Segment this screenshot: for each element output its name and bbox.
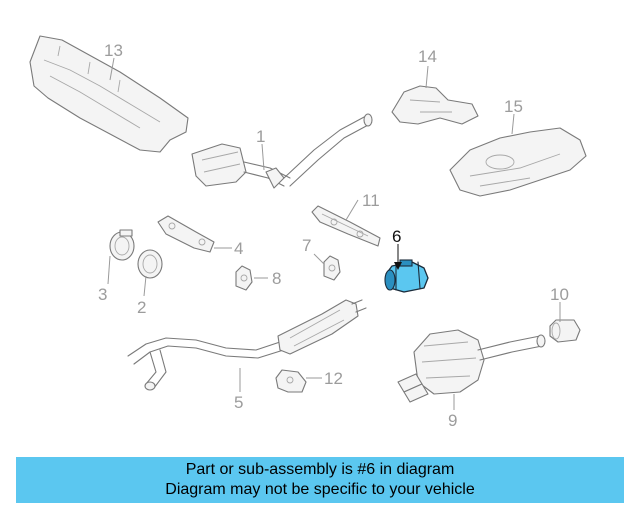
part-12-bracket[interactable] bbox=[275, 369, 307, 393]
callout-5[interactable]: 5 bbox=[234, 393, 243, 412]
leader-3 bbox=[107, 255, 111, 285]
leader-11 bbox=[345, 199, 359, 221]
part-3-clamp[interactable] bbox=[109, 229, 135, 261]
callout-10[interactable]: 10 bbox=[550, 285, 569, 304]
callout-12[interactable]: 12 bbox=[324, 369, 343, 388]
part-8-rubber-mount[interactable] bbox=[235, 265, 253, 291]
leader-6-arrowhead bbox=[394, 262, 402, 270]
callout-9[interactable]: 9 bbox=[448, 411, 457, 430]
part-5-resonator-pipe[interactable] bbox=[127, 299, 367, 391]
part-15-heat-shield[interactable] bbox=[449, 127, 587, 197]
leader-7 bbox=[313, 253, 325, 265]
leader-13 bbox=[109, 57, 115, 81]
part-4-gasket[interactable] bbox=[157, 215, 215, 253]
part-6-clamp-highlighted[interactable] bbox=[384, 259, 429, 293]
part-7-rubber-mount[interactable] bbox=[323, 255, 341, 281]
callout-4[interactable]: 4 bbox=[234, 239, 243, 258]
part-14-heat-shield[interactable] bbox=[391, 85, 479, 125]
banner-line-2: Diagram may not be specific to your vehi… bbox=[165, 481, 475, 498]
callout-15[interactable]: 15 bbox=[504, 97, 523, 116]
part-1-front-pipe[interactable] bbox=[191, 113, 373, 189]
callout-2[interactable]: 2 bbox=[137, 298, 146, 317]
leader-1 bbox=[261, 143, 265, 171]
callout-14[interactable]: 14 bbox=[418, 47, 437, 66]
leader-15 bbox=[511, 113, 515, 135]
leader-2 bbox=[143, 275, 147, 297]
callout-8[interactable]: 8 bbox=[272, 269, 281, 288]
callout-13[interactable]: 13 bbox=[104, 41, 123, 60]
part-info-banner: Part or sub-assembly is #6 in diagram Di… bbox=[16, 457, 624, 503]
exhaust-parts-diagram: 13 14 15 1 11 4 bbox=[29, 35, 587, 430]
leader-14 bbox=[425, 65, 429, 89]
callout-6[interactable]: 6 bbox=[392, 227, 401, 246]
part-9-rear-muffler[interactable] bbox=[397, 329, 546, 403]
callout-7[interactable]: 7 bbox=[302, 236, 311, 255]
callout-11[interactable]: 11 bbox=[362, 191, 380, 210]
callout-1[interactable]: 1 bbox=[256, 127, 265, 146]
part-10-rear-clamp[interactable] bbox=[549, 319, 581, 343]
part-2-ring-gasket[interactable] bbox=[137, 249, 163, 279]
part-11-hanger-bracket[interactable] bbox=[311, 205, 381, 247]
callout-3[interactable]: 3 bbox=[98, 285, 107, 304]
banner-line-1: Part or sub-assembly is #6 in diagram bbox=[185, 461, 455, 478]
part-13-heat-shield[interactable] bbox=[29, 35, 189, 153]
